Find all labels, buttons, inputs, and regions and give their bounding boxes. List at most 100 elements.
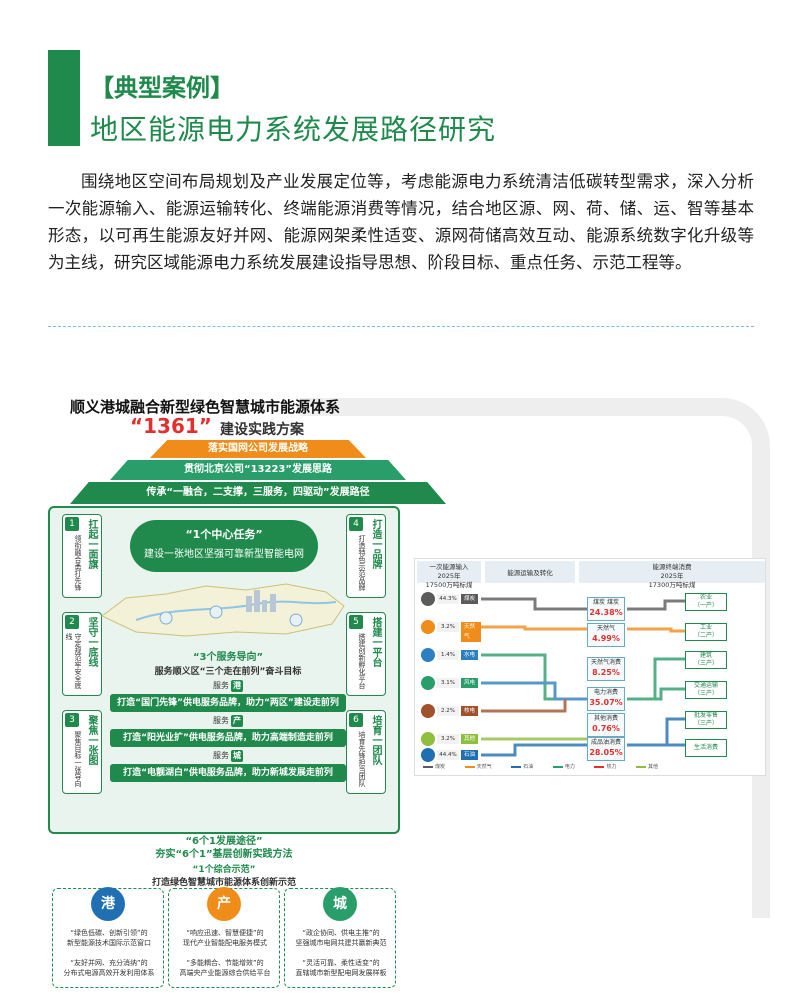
- column-note: 17300万吨标煤: [648, 581, 696, 589]
- service-bar: 打造“电靓湖白”供电服务品牌，助力新城发展走前列: [110, 764, 346, 782]
- legend-label: 电力: [564, 764, 575, 770]
- services-section: “3个服务导向” 服务顺义区“三个走在前列”奋斗目标 服务港 打造“国门先锋”供…: [110, 648, 346, 782]
- column-year: 2025年: [660, 572, 684, 580]
- source-name: 核电: [461, 706, 479, 716]
- sector-sub: （三产）: [693, 660, 718, 667]
- service-item: 服务产 打造“阳光业扩”供电服务品牌，助力高端制造走前列: [110, 715, 346, 747]
- side-box-head: 打造一品牌: [370, 519, 381, 569]
- demo-line: 新型能源技术国际示范窗口: [67, 939, 151, 947]
- demo-title: “1个综合示范”: [192, 865, 256, 875]
- stage-name: 其他消费: [593, 715, 618, 722]
- source-name: 煤炭: [461, 594, 479, 604]
- sector-name: 农业: [699, 594, 712, 601]
- demo-line: 分布式电源高效开发利用体系: [63, 969, 155, 977]
- column-header-transport: 能源运输及转化: [485, 561, 575, 583]
- demo-panel-city: 城 “政企协同、供电主推”的 坚强城市电网共建共赢新典范 “灵活可靠、柔性适变”…: [284, 887, 396, 988]
- side-box-number: 5: [349, 615, 363, 629]
- source-pct: 44.3%: [437, 594, 459, 604]
- column-note: 17500万吨标煤: [425, 581, 473, 589]
- source-row: 44.4% 石油: [421, 748, 481, 762]
- side-box-4: 4 打造一品牌 打造特色示范品牌: [346, 514, 386, 598]
- service-item: 服务城 打造“电靓湖白”供电服务品牌，助力新城发展走前列: [110, 750, 346, 782]
- source-pct: 3.2%: [437, 622, 459, 632]
- legend-label: 其他: [648, 764, 659, 770]
- sector-box: 农业（一产）: [685, 593, 727, 611]
- source-name: 其他: [461, 734, 479, 744]
- stage-name: 电力消费: [593, 689, 618, 696]
- source-name: 水电: [461, 650, 479, 660]
- legend-label: 煤炭: [435, 764, 446, 770]
- region-map-illustration: [101, 583, 345, 637]
- demo-panel-port: 港 “绿色低碳、创新引领”的 新型能源技术国际示范窗口 “友好并网、充分消纳”的…: [52, 887, 164, 988]
- center-task-bubble: “1个中心任务” 建设一张地区坚强可靠新型智能电网: [130, 520, 318, 572]
- sector-sub: （三产）: [693, 720, 718, 727]
- page-title: 地区能源电力系统发展路径研究: [90, 113, 497, 146]
- stage-name: 成品油消费: [590, 739, 621, 746]
- source-row: 3.2% 其他: [421, 732, 481, 746]
- side-box-number: 4: [349, 517, 363, 531]
- services-subtitle: 服务顺义区“三个走在前列”奋斗目标: [154, 667, 302, 677]
- source-row: 44.3% 煤炭: [421, 592, 481, 606]
- sector-sub: （三产）: [693, 690, 718, 697]
- sector-name: 生活消费: [693, 744, 718, 751]
- service-prefix: 服务: [213, 716, 229, 725]
- source-name: 风电: [461, 678, 479, 688]
- source-pct: 3.2%: [437, 734, 459, 744]
- demo-line: “绿色低碳、创新引领”的: [70, 929, 148, 937]
- service-tag: 港: [231, 680, 243, 692]
- center-task-title: “1个中心任务”: [185, 528, 263, 541]
- stage-name: 天然气: [596, 625, 615, 632]
- source-pct: 1.4%: [437, 650, 459, 660]
- other-energy-icon: [421, 732, 435, 746]
- sector-sub: （二产）: [693, 632, 718, 639]
- service-prefix: 服务: [213, 751, 229, 760]
- service-tag: 城: [231, 750, 243, 762]
- sector-name: 批发零售: [693, 712, 718, 719]
- infographic-title: 顺义港城融合新型绿色智慧城市能源体系: [70, 398, 341, 416]
- demo-line: 高端央产业能源综合供给平台: [179, 969, 271, 977]
- demo-line: “友好并网、充分消纳”的: [70, 959, 148, 967]
- side-box-head: 扛起一面旗: [86, 519, 97, 569]
- energy-flow-diagram: 一次能源输入 2025年 17500万吨标煤 能源运输及转化 能源终端消费 20…: [414, 558, 766, 776]
- oil-icon: [421, 748, 435, 762]
- center-task-text: 建设一张地区坚强可靠新型智能电网: [144, 549, 304, 560]
- demo-line: 坚强城市电网共建共赢新典范: [295, 939, 387, 947]
- side-box-head: 坚守一底线: [86, 617, 97, 667]
- sector-box: 建筑（三产）: [685, 651, 727, 669]
- service-item: 服务港 打造“国门先锋”供电服务品牌，助力“两区”建设走前列: [110, 680, 346, 712]
- side-box-desc: 打造特色示范品牌: [358, 535, 366, 591]
- source-name: 天然气: [461, 622, 481, 642]
- header-accent-bar: [48, 50, 80, 146]
- pyramid-tier-2: 贯彻北京公司“13223”发展思路: [110, 460, 406, 480]
- stage-pct: 35.07%: [589, 698, 623, 707]
- column-title: 能源运输及转化: [507, 569, 553, 577]
- legend-label: 石油: [523, 764, 534, 770]
- stage-pct: 8.25%: [592, 668, 620, 677]
- side-box-desc: 培育先锋担当团队: [358, 731, 366, 787]
- consumption-stage: 电力消费 35.07%: [587, 687, 625, 711]
- demo-line: “多能耦合、节能增效”的: [186, 959, 264, 967]
- side-box-head: 搭建一平台: [370, 617, 381, 667]
- infographic-subtitle: 建设实践方案: [220, 422, 304, 438]
- demo-line: 直辖城市新型配电网发展样板: [295, 969, 387, 977]
- source-row: 2.2% 核电: [421, 704, 481, 718]
- column-year: 2025年: [437, 572, 461, 580]
- sector-box: 工业（二产）: [685, 623, 727, 641]
- stage-pct: 28.05%: [589, 748, 623, 757]
- source-pct: 3.1%: [437, 678, 459, 688]
- pyramid-tier-3: 传承“一融合，二支撑，三服务，四驱动”发展路径: [70, 482, 446, 504]
- sector-name: 工业: [699, 624, 712, 631]
- paths-title: “6个1发展途径”: [185, 836, 263, 847]
- side-box-desc: 聚焦目标一张导向: [74, 731, 82, 787]
- nuclear-icon: [421, 704, 435, 718]
- source-pct: 2.2%: [437, 706, 459, 716]
- side-box-2: 2 坚守一底线 守定规范牢安全底线: [62, 612, 102, 696]
- demo-line: “响应迅速、智慧便捷”的: [186, 929, 264, 937]
- side-box-desc: 守定规范牢安全底线: [65, 633, 82, 689]
- hydro-icon: [421, 648, 435, 662]
- consumption-stage: 成品油消费 28.05%: [587, 737, 625, 761]
